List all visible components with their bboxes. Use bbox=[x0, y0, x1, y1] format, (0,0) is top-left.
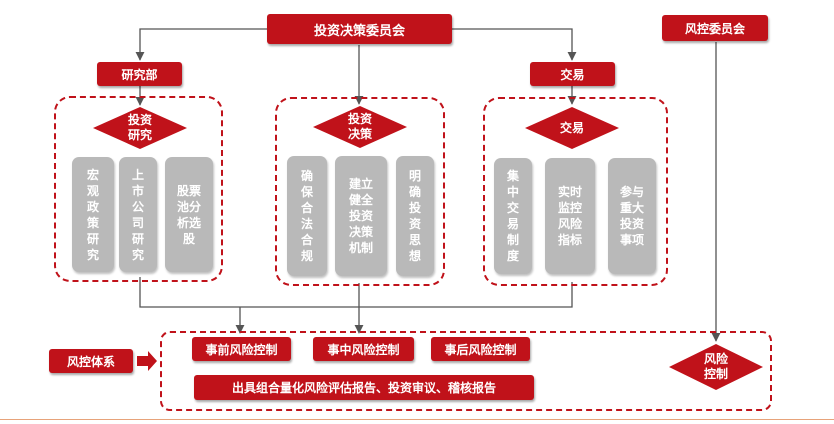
trading-item-monitoring: 实时 监控 风险 指标 bbox=[545, 158, 595, 274]
risk-control-label: 风险 控制 bbox=[703, 352, 728, 381]
investment-committee-box: 投资决策委员会 bbox=[267, 14, 452, 44]
investment-decision-diamond: 投资 决策 bbox=[312, 105, 408, 149]
research-item-listed-company: 上 市 公 司 研 究 bbox=[119, 157, 157, 272]
trading-group bbox=[483, 97, 668, 286]
trading-box: 交易 bbox=[530, 62, 615, 86]
trading-diamond: 交易 bbox=[524, 106, 620, 150]
line-trading-down bbox=[359, 282, 573, 308]
trading-diamond-label: 交易 bbox=[559, 120, 584, 135]
bottom-divider bbox=[0, 419, 834, 420]
line-committee-research bbox=[135, 28, 267, 61]
during-risk-control-box: 事中风险控制 bbox=[313, 337, 414, 361]
research-item-stock-pool: 股票 池分 析选 股 bbox=[165, 157, 213, 272]
risk-control-diamond: 风险 控制 bbox=[668, 343, 764, 391]
post-risk-control-box: 事后风险控制 bbox=[431, 337, 530, 361]
investment-research-label: 投资 研究 bbox=[127, 113, 152, 142]
risk-report-box: 出具组合量化风险评估报告、投资审议、稽核报告 bbox=[194, 375, 534, 400]
research-group bbox=[54, 96, 223, 282]
decision-group bbox=[275, 97, 445, 286]
risk-system-arrow bbox=[137, 351, 157, 371]
decision-item-mechanism: 建立 健全 投资 决策 机制 bbox=[335, 156, 387, 276]
investment-decision-label: 投资 决策 bbox=[347, 112, 372, 141]
risk-system-label: 风控体系 bbox=[49, 349, 133, 373]
trading-item-centralized: 集 中 交 易 制 度 bbox=[494, 158, 532, 274]
risk-system-group bbox=[160, 331, 772, 411]
decision-item-compliance: 确 保 合 法 合 规 bbox=[287, 156, 327, 276]
research-item-macro-policy: 宏 观 政 策 研 究 bbox=[72, 157, 114, 272]
research-department-box: 研究部 bbox=[97, 62, 182, 86]
trading-item-major-matters: 参与 重大 投资 事项 bbox=[608, 158, 656, 274]
pre-risk-control-box: 事前风险控制 bbox=[192, 337, 291, 361]
decision-item-philosophy: 明 确 投 资 思 想 bbox=[396, 156, 434, 276]
line-research-down bbox=[139, 277, 359, 308]
investment-research-diamond: 投资 研究 bbox=[92, 106, 188, 150]
risk-committee-box: 风控委员会 bbox=[662, 15, 768, 41]
line-committee-trading bbox=[452, 28, 577, 61]
